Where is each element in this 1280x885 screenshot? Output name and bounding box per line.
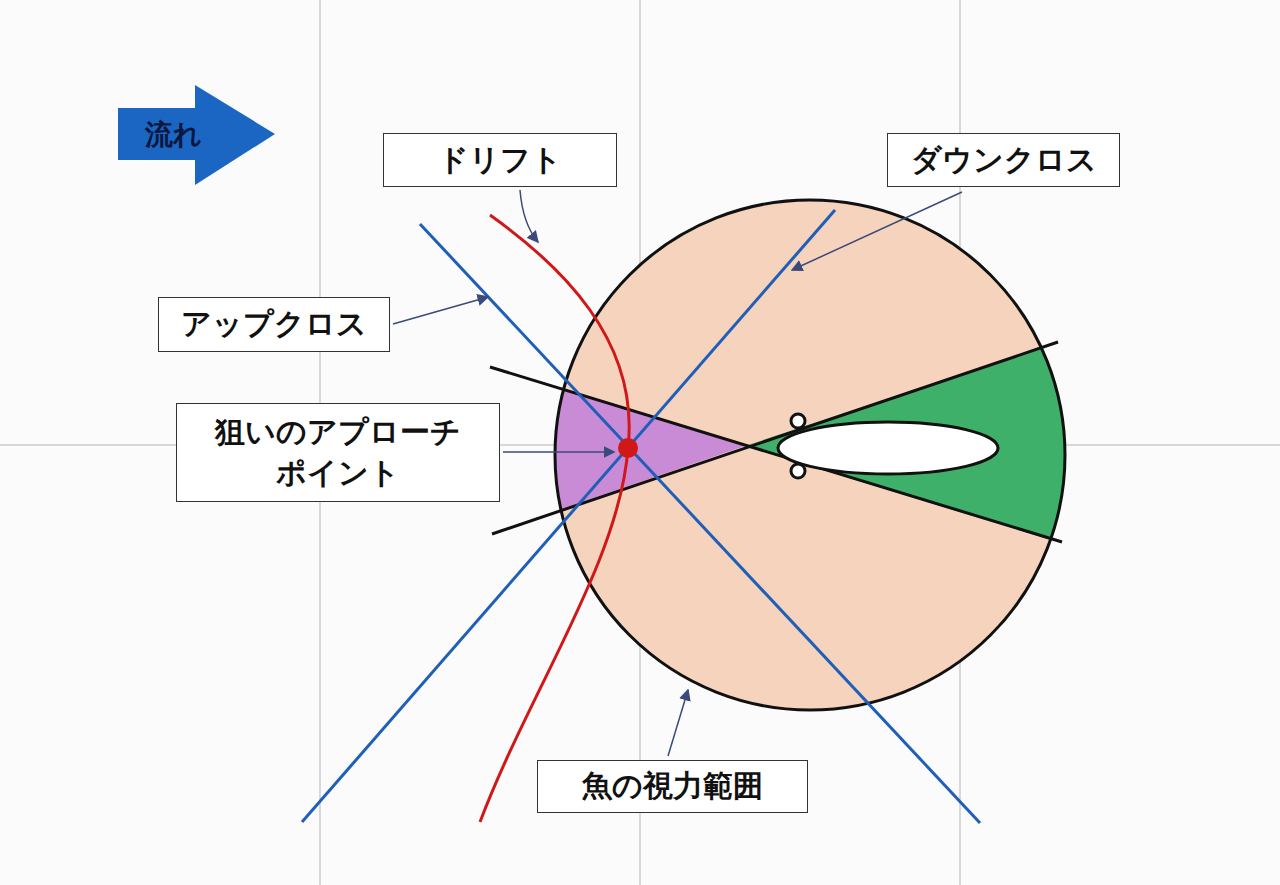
label-box: 狙いのアプローチ ポイント bbox=[176, 403, 500, 502]
target-point bbox=[618, 438, 638, 458]
box-label: アップクロス bbox=[181, 304, 367, 345]
label-box: ダウンクロス bbox=[887, 133, 1120, 187]
label-box: アップクロス bbox=[158, 297, 390, 352]
vision-circle-outline bbox=[555, 200, 1065, 710]
approach-zone bbox=[480, 364, 745, 537]
flow-arrow: 流れ bbox=[118, 85, 275, 185]
label-box: ドリフト bbox=[383, 133, 617, 187]
box-label: ドリフト bbox=[438, 140, 562, 181]
box-label: 狙いのアプローチ ポイント bbox=[212, 412, 464, 493]
fish-eye bbox=[791, 464, 805, 478]
vision-circle bbox=[555, 200, 1065, 710]
blind-zone bbox=[745, 335, 1080, 549]
label-box: 魚の視力範囲 bbox=[537, 760, 808, 813]
sight-line bbox=[490, 367, 1062, 542]
box-label: 魚の視力範囲 bbox=[582, 766, 763, 807]
fish-body bbox=[778, 422, 998, 474]
drift-line bbox=[480, 215, 629, 822]
fish-eye bbox=[791, 414, 805, 428]
box-label: ダウンクロス bbox=[911, 140, 1097, 181]
flow-label: 流れ bbox=[145, 121, 202, 149]
upcross-line bbox=[420, 224, 980, 823]
